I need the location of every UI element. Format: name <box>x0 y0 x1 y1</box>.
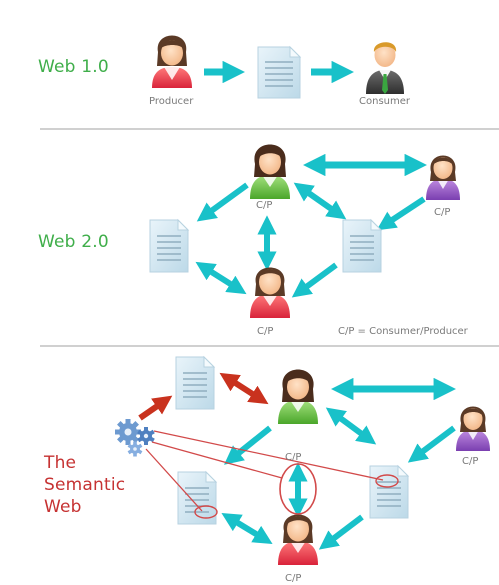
web2-bottom-cp-label: C/P <box>257 326 274 337</box>
web1-producer-person-icon <box>152 35 192 88</box>
sem-arrow-top-to-leftdoc <box>224 425 272 465</box>
sem-red-arrow-gears-to-doc <box>138 395 173 421</box>
sem-top-cp-label: C/P <box>285 452 302 463</box>
sem-red-arrow-doc-to-person <box>219 372 269 405</box>
gears-icon <box>115 419 155 457</box>
semantic-links <box>145 430 384 512</box>
sem-top-person-icon <box>278 369 318 424</box>
sem-bottom-cp-label: C/P <box>285 573 302 584</box>
web1-document-icon <box>257 45 302 99</box>
sem-right-person-icon <box>456 406 490 451</box>
sem-top-document-icon <box>175 355 216 410</box>
web2-left-document-icon <box>149 218 190 273</box>
web2-arrow-right-to-rightdoc <box>376 196 426 231</box>
semantic-title-line-1: The <box>44 453 77 473</box>
web1-title: Web 1.0 <box>38 57 109 77</box>
semantic-title-line-3: Web <box>44 497 82 517</box>
sem-arrow-top-to-rightdoc <box>325 407 377 445</box>
web2-arrow-top-to-rightdoc <box>293 182 347 220</box>
web2-right-document-icon <box>342 218 383 273</box>
web2-arrow-leftdoc-to-bottom <box>195 261 247 295</box>
sem-arrow-leftdoc-to-bottom <box>221 513 273 544</box>
sem-right-cp-label: C/P <box>462 456 479 467</box>
web2-top-person-icon <box>250 144 290 199</box>
consumer-label: Consumer <box>359 96 410 107</box>
sem-arrow-rightdoc-to-bottom <box>318 514 364 550</box>
web2-bottom-person-icon <box>250 267 290 318</box>
web2-right-person-icon <box>426 155 460 200</box>
cp-legend: C/P = Consumer/Producer <box>338 326 468 337</box>
web2-title: Web 2.0 <box>38 232 109 252</box>
highlight-right-doc <box>375 474 399 488</box>
semantic-title-line-2: Semantic <box>44 475 126 495</box>
producer-label: Producer <box>149 96 194 107</box>
web2-top-cp-label: C/P <box>256 200 273 211</box>
sem-bottom-person-icon <box>278 514 318 565</box>
highlight-vertical-arrow <box>279 463 317 515</box>
web1-consumer-person-icon <box>366 42 404 94</box>
web2-arrow-top-to-leftdoc <box>196 182 249 222</box>
web2-arrow-rightdoc-to-bottom <box>291 262 338 298</box>
web2-right-cp-label: C/P <box>434 207 451 218</box>
highlight-left-doc <box>194 505 218 519</box>
semantic-web-title: The Semantic Web <box>44 452 125 518</box>
sem-arrow-right-to-rightdoc <box>407 425 456 463</box>
sem-right-document-icon <box>369 464 410 519</box>
